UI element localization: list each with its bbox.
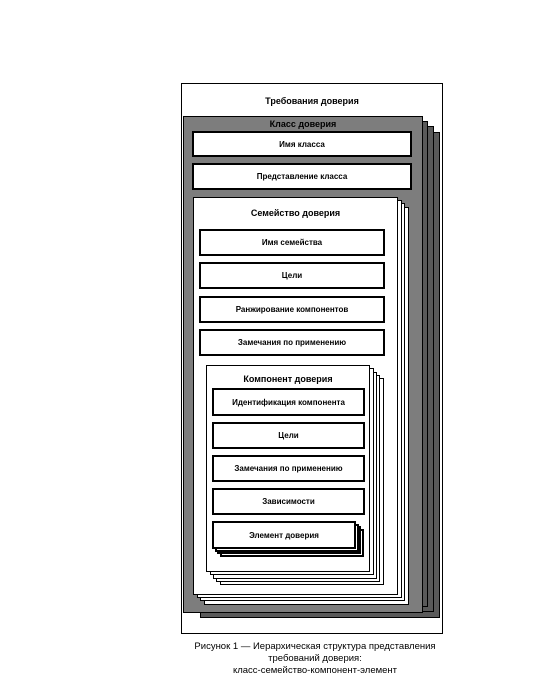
- family-item-levelling: Ранжирование компонентов: [199, 296, 385, 323]
- assurance-family-label: Семейство доверия: [250, 208, 341, 218]
- component-item-dependencies: Зависимости: [212, 488, 365, 515]
- component-item-identification: Идентификация компонента: [212, 388, 365, 416]
- family-item-name: Имя семейства: [199, 229, 385, 256]
- figure-caption-line-1: Рисунок 1 — Иерархическая структура пред…: [194, 641, 436, 652]
- component-item-objectives: Цели: [212, 422, 365, 449]
- family-item-application-notes: Замечания по применению: [199, 329, 385, 356]
- class-item-presentation: Представление класса: [192, 163, 412, 190]
- figure-caption-line-2: требований доверия:: [268, 653, 362, 664]
- figure-caption-line-3: класс-семейство-компонент-элемент: [232, 665, 398, 676]
- component-item-application-notes: Замечания по применению: [212, 455, 365, 482]
- assurance-class-label: Класс доверия: [269, 119, 337, 129]
- assurance-element-box: Элемент доверия: [212, 521, 356, 549]
- diagram-title: Требования доверия: [265, 96, 359, 106]
- class-item-name: Имя класса: [192, 131, 412, 157]
- family-item-objectives: Цели: [199, 262, 385, 289]
- assurance-component-label: Компонент доверия: [243, 374, 333, 384]
